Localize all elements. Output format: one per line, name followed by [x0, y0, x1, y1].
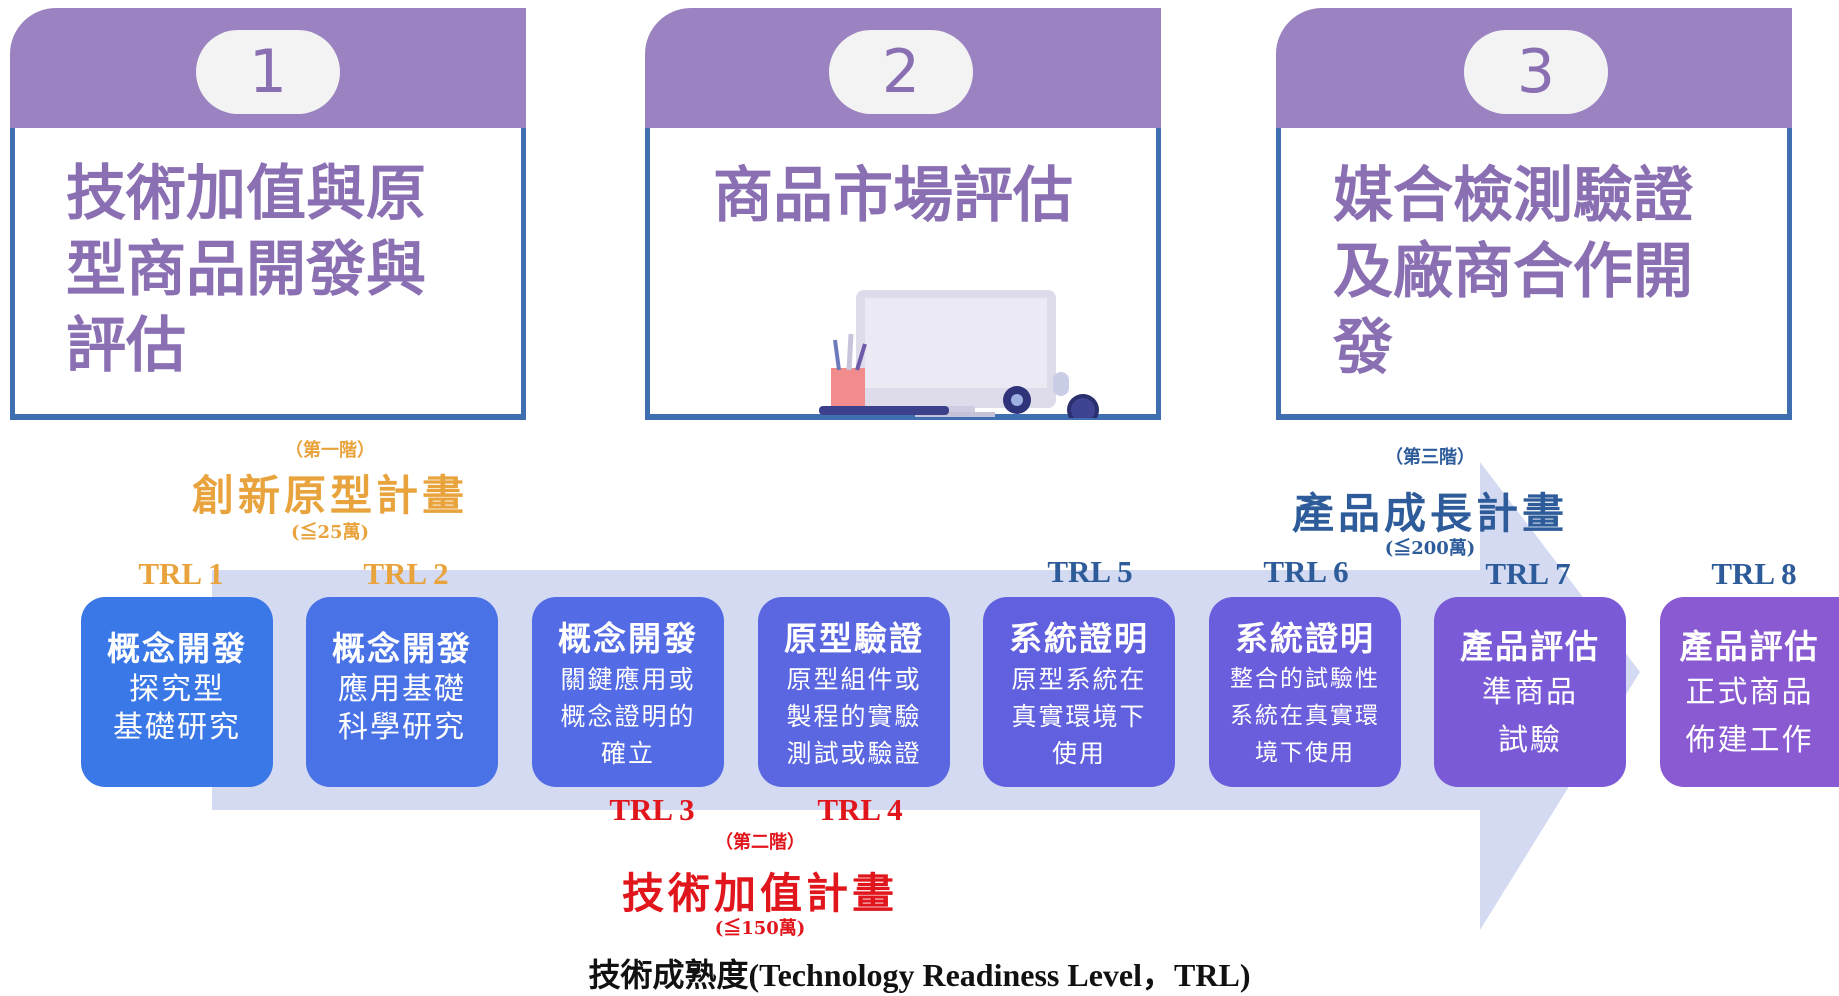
plan-3-limit: (≦200萬) — [1384, 538, 1476, 559]
trl-box-desc: 原型系統在 真實環境下 使用 — [1011, 665, 1147, 768]
plan-2-limit: (≦150萬) — [714, 918, 806, 939]
trl-box-desc: 原型組件或 製程的實驗 測試或驗證 — [786, 665, 922, 768]
trl-6-label: TRL 6 — [1263, 554, 1349, 589]
trl-6-box: 系統證明 整合的試驗性 系統在真實環 境下使用 — [1209, 597, 1401, 787]
diagram-caption: 技術成熟度(Technology Readiness Level，TRL) — [588, 957, 1251, 993]
trl-7-box: 產品評估 準商品 試驗 — [1434, 597, 1626, 787]
plan-2-stage: （第二階） — [715, 832, 805, 853]
trl-8-box: 產品評估 正式商品 佈建工作 — [1660, 597, 1839, 787]
trl-box-title: 概念開發 — [558, 619, 698, 658]
plan-1-stage: （第一階） — [285, 440, 375, 461]
card-title-line: 發 — [1333, 313, 1393, 383]
step-card-2: 2 商品市場評估 — [645, 8, 1161, 420]
trl-1-label: TRL 1 — [138, 556, 224, 591]
step-number-badge: 2 — [829, 30, 973, 114]
trl-2-label: TRL 2 — [363, 556, 449, 591]
card-title: 技術加值與原 型商品開發與 評估 — [66, 156, 426, 384]
trl-box-desc: 準商品 試驗 — [1482, 675, 1578, 758]
step-card-3: 3 媒合檢測驗證 及廠商合作開 發 — [1276, 8, 1792, 420]
trl-3-label: TRL 3 — [609, 792, 695, 827]
card-title: 媒合檢測驗證 及廠商合作開 發 — [1333, 158, 1693, 386]
plan-3-title: 產品成長計畫 — [1291, 489, 1568, 538]
plan-1-limit: (≦25萬) — [290, 522, 370, 543]
card-title-line: 媒合檢測驗證 — [1333, 161, 1693, 231]
trl-3-box: 概念開發 關鍵應用或 概念證明的 確立 — [532, 597, 724, 787]
card-title-line: 商品市場評估 — [713, 161, 1073, 231]
plan-3-stage: （第三階） — [1385, 447, 1475, 468]
step-number-badge: 1 — [196, 30, 340, 114]
card-title-line: 型商品開發與 — [66, 235, 426, 305]
step-card-1: 1 技術加值與原 型商品開發與 評估 — [10, 8, 526, 420]
plan-2-title: 技術加值計畫 — [621, 869, 898, 918]
trl-4-box: 原型驗證 原型組件或 製程的實驗 測試或驗證 — [758, 597, 950, 787]
card-body — [1276, 128, 1792, 420]
trl-box-title: 原型驗證 — [784, 619, 924, 658]
desk-computer-illustration — [819, 290, 1099, 418]
trl-5-label: TRL 5 — [1047, 554, 1133, 589]
trl-8-label: TRL 8 — [1711, 556, 1797, 591]
trl-1-box: 概念開發 探究型 基礎研究 — [81, 597, 273, 787]
trl-5-box: 系統證明 原型系統在 真實環境下 使用 — [983, 597, 1175, 787]
card-body — [10, 128, 526, 420]
trl-box-title: 概念開發 — [332, 629, 472, 668]
trl-box-desc: 正式商品 佈建工作 — [1685, 675, 1814, 758]
card-title-line: 及廠商合作開 — [1333, 237, 1693, 307]
card-title-line: 評估 — [66, 311, 186, 381]
trl-2-box: 概念開發 應用基礎 科學研究 — [306, 597, 498, 787]
trl-4-label: TRL 4 — [817, 792, 903, 827]
trl-box-desc: 探究型 基礎研究 — [113, 672, 241, 745]
trl-7-label: TRL 7 — [1485, 556, 1571, 591]
trl-box-title: 系統證明 — [1009, 619, 1149, 658]
trl-box-desc: 關鍵應用或 概念證明的 確立 — [560, 665, 696, 768]
trl-box-title: 系統證明 — [1235, 619, 1375, 658]
trl-box-desc: 應用基礎 科學研究 — [338, 672, 466, 745]
step-number-badge: 3 — [1464, 30, 1608, 114]
card-title: 商品市場評估 — [713, 158, 1073, 234]
trl-box-title: 產品評估 — [1679, 627, 1820, 666]
card-title-line: 技術加值與原 — [66, 159, 426, 229]
trl-box-title: 概念開發 — [107, 629, 247, 668]
trl-box-title: 產品評估 — [1460, 627, 1600, 666]
trl-box-desc: 整合的試驗性 系統在真實環 境下使用 — [1230, 666, 1380, 766]
plan-1-title: 創新原型計畫 — [191, 471, 468, 520]
